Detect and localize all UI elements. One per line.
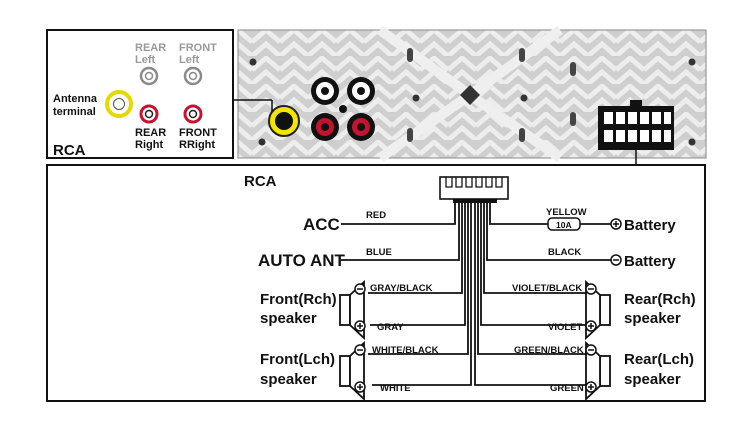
front-r-label-2: speaker — [260, 310, 317, 327]
rca-inset-box — [46, 29, 234, 159]
rear-l-neg-color: GREEN/BLACK — [514, 345, 584, 356]
front-r-pos-color: GRAY — [377, 322, 404, 333]
battery-2-wire-color: BLACK — [548, 247, 581, 258]
front-r-neg-color: GRAY/BLACK — [370, 283, 433, 294]
front-l-label-2: speaker — [260, 371, 317, 388]
minus-icon — [354, 283, 366, 295]
plus-icon — [354, 320, 366, 332]
rear-l-label-2: speaker — [624, 371, 681, 388]
antenna-label-2: terminal — [53, 106, 96, 118]
front-l-label: Front(Lch) — [260, 351, 335, 368]
panel-iso-connector — [598, 100, 674, 150]
wiring-title: RCA — [244, 173, 277, 190]
front-r-label: Front(Rch) — [260, 291, 337, 308]
rear-r-pos-color: VIOLET — [548, 322, 583, 333]
rear-l-label: Rear(Lch) — [624, 351, 694, 368]
fuse-rating: 10A — [556, 220, 572, 230]
head-unit-rear-panel — [237, 25, 707, 163]
auto-ant-wire-color: BLUE — [366, 247, 392, 258]
rear-left-label-2: Left — [135, 54, 156, 66]
front-right-label: FRONT — [179, 127, 217, 139]
battery-1-wire-color: YELLOW — [546, 207, 587, 218]
minus-icon — [610, 254, 622, 266]
minus-icon — [354, 344, 366, 356]
panel-rca-jacks — [311, 77, 375, 141]
front-left-label-2: Left — [179, 54, 200, 66]
battery-1-label: Battery — [624, 217, 676, 234]
battery-2-label: Battery — [624, 253, 676, 270]
rear-r-label: Rear(Rch) — [624, 291, 696, 308]
rear-right-label-2: Right — [135, 139, 163, 151]
auto-ant-label: AUTO ANT — [258, 251, 346, 270]
plus-icon — [585, 381, 597, 393]
plus-icon — [585, 320, 597, 332]
antenna-label: Antenna — [53, 93, 98, 105]
plus-icon — [354, 381, 366, 393]
rear-r-label-2: speaker — [624, 310, 681, 327]
front-right-label-2: RRight — [179, 139, 215, 151]
front-l-pos-color: WHITE — [380, 383, 411, 394]
harness-plug — [439, 176, 509, 203]
rear-l-pos-color: GREEN — [550, 383, 584, 394]
fuse: 10A — [547, 217, 581, 231]
front-l-neg-color: WHITE/BLACK — [372, 345, 439, 356]
plus-icon — [610, 218, 622, 230]
acc-wire-color: RED — [366, 210, 386, 221]
harness-wires — [341, 203, 612, 386]
acc-label: ACC — [303, 215, 340, 234]
rear-left-label: REAR — [135, 42, 166, 54]
rca-inset-title: RCA — [53, 142, 86, 159]
rear-r-neg-color: VIOLET/BLACK — [512, 283, 582, 294]
minus-icon — [585, 283, 597, 295]
rear-right-label: REAR — [135, 127, 166, 139]
front-left-label: FRONT — [179, 42, 217, 54]
minus-icon — [585, 344, 597, 356]
panel-antenna-jack — [268, 105, 300, 137]
